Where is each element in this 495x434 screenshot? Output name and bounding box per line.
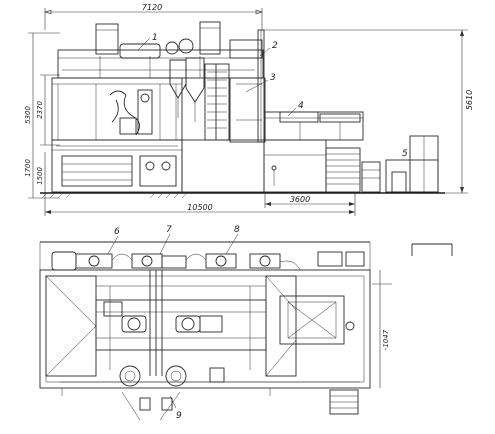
dimension-total-height: 5610 [262,29,474,194]
dimension-left-heights: 5300 2370 1700 1500 [24,32,60,199]
ground-line [40,192,445,199]
exhaust-stack [257,29,265,143]
plan-left-chamber [45,275,97,377]
right-housing [229,77,266,143]
callout-3: 3 [270,73,276,83]
main-chamber [51,77,183,141]
callout-6: 6 [114,227,120,237]
dimension-top-width-label: 7120 [142,3,162,12]
section-marker [411,243,453,256]
callout-1: 1 [152,33,158,43]
upper-housing [57,21,264,79]
callout-2: 2 [272,41,278,51]
plan-view: -1047 6 7 8 9 [39,225,453,421]
control-cabinet [385,135,439,193]
plan-outlets [61,388,271,421]
dimension-height-left: 5300 [24,106,32,124]
plan-callouts: 6 7 8 9 [107,225,240,421]
callout-5: 5 [402,149,408,159]
cyclone-separators [169,57,205,122]
plan-access-stair [329,389,359,415]
lower-base [51,139,381,193]
callout-7: 7 [166,225,172,235]
plan-lower-rollers [60,365,360,387]
callout-9: 9 [176,411,182,421]
plan-central-area [95,270,267,376]
dimension-total-height-label: 5610 [465,90,474,110]
plan-motor-row [51,251,365,271]
dimension-right-offset: 3600 [290,195,310,204]
callout-4: 4 [298,101,304,111]
dimension-base-length: 10500 [187,203,212,212]
callout-8: 8 [234,225,240,235]
stair-tower [204,63,230,141]
plan-side-dimension: -1047 [372,270,392,388]
dimension-bottom: 10500 3600 [44,192,356,216]
dimension-height-mid: 2370 [36,101,44,119]
plan-right-chamber [265,275,355,377]
elevation-callouts: 1 2 3 4 5 [137,33,408,159]
dimension-height-low-a: 1700 [24,159,32,177]
dimension-height-low-b: 1500 [36,167,44,185]
dimension-top-width: 7120 [44,3,263,30]
elevation-view: 7120 5300 2370 1700 1500 5610 [24,3,474,216]
conveyor-extension [264,111,364,141]
plan-side-dimension-label: -1047 [382,329,390,350]
